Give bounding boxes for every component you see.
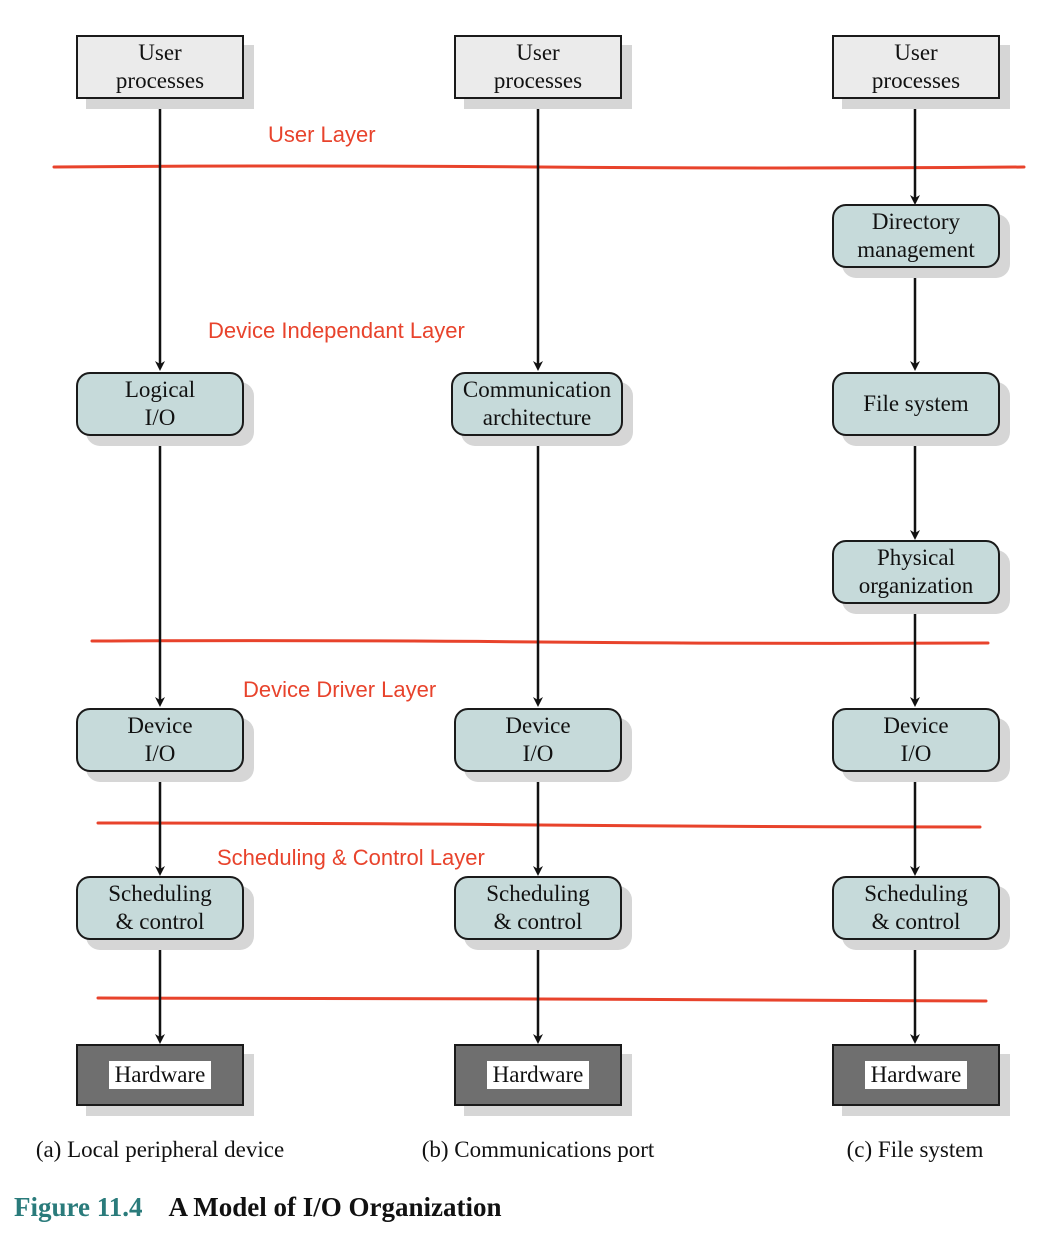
box-label: User processes bbox=[871, 40, 961, 93]
scheduling-control-box: Scheduling & control bbox=[454, 876, 622, 940]
device-io-box: Device I/O bbox=[76, 708, 244, 772]
layer-label-device-independent: Device Independant Layer bbox=[208, 318, 465, 343]
communication-architecture-box: Communication architecture bbox=[451, 372, 623, 436]
hardware-box: Hardware bbox=[76, 1044, 244, 1106]
box-label: Scheduling & control bbox=[486, 881, 590, 934]
layer-label-user: User Layer bbox=[268, 122, 376, 147]
layer-label-scheduling-control: Scheduling & Control Layer bbox=[217, 845, 485, 870]
user-processes-box: User processes bbox=[76, 35, 244, 99]
box-label: File system bbox=[863, 391, 969, 416]
figure-caption: Figure 11.4 A Model of I/O Organization bbox=[14, 1192, 502, 1223]
box-label: Directory management bbox=[857, 209, 975, 262]
hardware-box: Hardware bbox=[832, 1044, 1000, 1106]
device-io-box: Device I/O bbox=[454, 708, 622, 772]
user-processes-box: User processes bbox=[454, 35, 622, 99]
layer-separator-line bbox=[90, 639, 990, 645]
figure-number: Figure 11.4 bbox=[14, 1192, 143, 1222]
column-caption-c: (c) File system bbox=[846, 1137, 984, 1162]
box-label: Device I/O bbox=[505, 713, 571, 766]
box-label: Physical organization bbox=[858, 545, 974, 598]
physical-organization-box: Physical organization bbox=[832, 540, 1000, 604]
user-processes-box: User processes bbox=[832, 35, 1000, 99]
column-caption-b: (b) Communications port bbox=[421, 1137, 655, 1162]
box-label: Device I/O bbox=[127, 713, 193, 766]
box-label: User processes bbox=[493, 40, 583, 93]
file-system-box: File system bbox=[832, 372, 1000, 436]
scheduling-control-box: Scheduling & control bbox=[832, 876, 1000, 940]
device-io-box: Device I/O bbox=[832, 708, 1000, 772]
layer-separator-line bbox=[96, 996, 988, 1003]
box-label: Hardware bbox=[486, 1061, 590, 1089]
figure-title: A Model of I/O Organization bbox=[168, 1192, 502, 1222]
layer-label-device-driver: Device Driver Layer bbox=[243, 677, 437, 702]
box-label: Scheduling & control bbox=[864, 881, 968, 934]
logical-io-box: Logical I/O bbox=[76, 372, 244, 436]
scheduling-control-box: Scheduling & control bbox=[76, 876, 244, 940]
column-caption-a: (a) Local peripheral device bbox=[35, 1137, 285, 1162]
box-label: Logical I/O bbox=[124, 377, 196, 430]
box-label: Communication architecture bbox=[462, 377, 612, 430]
box-label: Hardware bbox=[108, 1061, 212, 1089]
box-label: User processes bbox=[115, 40, 205, 93]
box-label: Scheduling & control bbox=[108, 881, 212, 934]
hardware-box: Hardware bbox=[454, 1044, 622, 1106]
box-label: Device I/O bbox=[883, 713, 949, 766]
box-label: Hardware bbox=[864, 1061, 968, 1089]
directory-management-box: Directory management bbox=[832, 204, 1000, 268]
